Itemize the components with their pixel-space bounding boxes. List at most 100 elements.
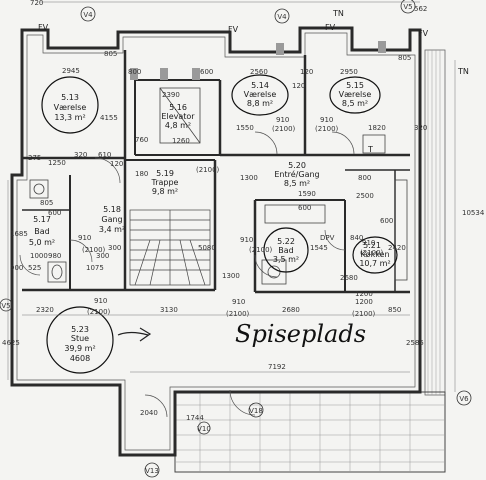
dimension: 805 [104,50,117,58]
dimension: 1250 [48,159,66,167]
dimension: 180 [135,170,148,178]
room-name: Køkken [360,250,389,259]
dimension: (2100) [272,125,296,133]
handwritten-note: Spiseplads [235,320,366,348]
dimension: 2585 [406,339,424,347]
room-area: 4,8 m² [165,121,191,130]
dimension: 1300 [222,272,240,280]
wall-blocks [130,41,386,80]
dimension: 805 [40,199,53,207]
dimension: (2100) [352,310,376,318]
dimension: 2500 [356,192,374,200]
dimension: 2390 [162,91,180,99]
marker-label: V6 [459,395,469,403]
dimension: 805 [398,54,411,62]
balcony-grid-right [424,49,446,396]
dimension: 2680 [340,274,358,282]
tag-label: FV [228,25,239,34]
dimension: 320 [74,151,87,159]
room-circles [41,74,398,374]
marker-label: V4 [277,13,287,21]
room-id: 5.15 [346,81,364,90]
interior-walls [22,50,410,294]
dimension: 1260 [172,137,190,145]
dimension: 760 [135,136,148,144]
dimension: 2950 [340,68,358,76]
room-id: 5.16 [169,103,187,112]
dimension-lines [7,1,456,392]
room-area: 5,0 m² [29,238,55,247]
room-name: Stue [71,334,89,343]
dimension: 120 [300,68,313,76]
dimension: 2420 [388,244,406,252]
dimension: 2560 [250,68,268,76]
dimension: 720 [30,0,43,7]
dimension: 1590 [298,190,316,198]
dimension: 1300 [240,174,258,182]
room-area: 9,8 m² [152,187,178,196]
room-area: 10,7 m² [359,259,390,268]
dimension: 2320 [36,306,54,314]
pointer-arrow [117,327,152,342]
marker-label: V13 [145,467,159,475]
dimension: 525 [28,264,41,272]
room-labels: 5.13 Værelse 13,3 m² 5.14 Værelse 8,8 m²… [29,81,391,363]
room-area: 8,5 m² [284,179,310,188]
dimension: 1744 [186,414,204,422]
dimension: 7192 [268,363,286,371]
dimension: 900 [10,264,23,272]
dimension: 1550 [236,124,254,132]
tag-label: T [367,145,373,154]
marker-label: V5 [403,3,412,11]
outer-walls [10,26,422,457]
tag-label: DPV [320,234,335,242]
dimension: 1685 [10,230,28,238]
room-area: 3,4 m² [99,225,125,234]
marker-label: V18 [249,407,263,415]
dimension: 910 [94,297,107,305]
dimension: 300 [108,244,121,252]
room-name: Værelse [339,90,372,99]
room-id: 5.23 [71,325,89,334]
dimension: 600 [380,217,393,225]
room-name: Værelse [54,103,87,112]
dimension: 1820 [368,124,386,132]
compass-label: TN [457,67,469,76]
dimension: 4155 [100,114,118,122]
tag-label: FV [325,23,336,32]
dimension: 910 [362,239,375,247]
tag-label: FV [418,29,429,38]
dimension: (2100) [82,246,106,254]
dimension: 600 [200,68,213,76]
dimension: 120 [292,82,305,90]
room-id: 5.21 [363,241,381,250]
room-id: 5.22 [277,237,295,246]
dimension: 1200 [355,290,373,298]
dimension: (2100) [226,310,250,318]
room-name: Værelse [244,90,277,99]
dimension: 2680 [282,306,300,314]
dimension: (2100) [315,125,339,133]
room-area: 3,5 m² [273,255,299,264]
dimension: 600 [298,204,311,212]
dimension: 562 [414,5,427,13]
tag-label: FV [38,23,49,32]
dimension: 910 [320,116,333,124]
stair-treads [129,209,211,286]
dimension: (2100) [360,249,384,257]
dimension: 910 [78,234,91,242]
dimension: 5080 [198,244,216,252]
dimension: 300 [96,252,109,260]
dimension: 600 [48,209,61,217]
markers: V4 V4 V5 V5 V6 V13 V10 V18 [0,0,472,478]
dimension: 275 [28,154,41,162]
dimension: 910 [276,116,289,124]
room-id: 5.20 [288,161,306,170]
dimension: 320 [414,124,427,132]
room-area: 8,8 m² [247,99,273,108]
room-id: 5.14 [251,81,269,90]
dimension: (2100) [196,166,220,174]
dimension: 1200 [355,298,373,306]
